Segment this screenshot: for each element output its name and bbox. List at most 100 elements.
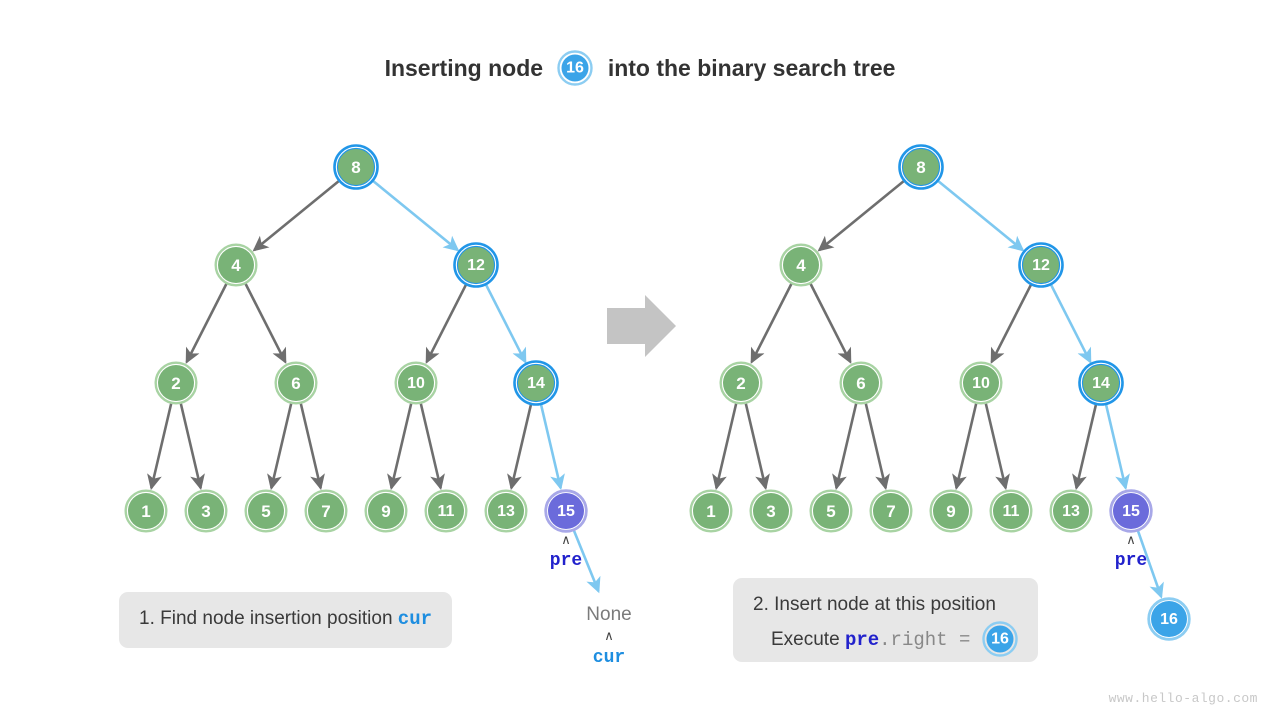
tree-edge	[572, 529, 601, 594]
left-pre-label: pre	[549, 551, 583, 571]
tree-node-6: 6	[839, 361, 883, 405]
tree-node-1: 1	[124, 489, 168, 533]
page-title: Inserting node 16 into the binary search…	[0, 50, 1280, 88]
tree-node-label: 13	[1062, 503, 1080, 520]
tree-edge	[750, 281, 794, 364]
tree-node-14: 14	[1078, 360, 1124, 406]
tree-node-10: 10	[959, 361, 1003, 405]
step-transition-arrow	[607, 295, 676, 357]
tree-node-label: 5	[261, 502, 270, 521]
caption-step-2-line-2: Execute pre.right = 16	[753, 621, 1018, 658]
caption-step-2-node-16: 16	[981, 621, 1018, 657]
tree-edge	[832, 401, 858, 491]
tree-edge	[539, 404, 565, 491]
tree-edge	[808, 281, 852, 364]
caption-step-2-execute: Execute	[771, 629, 840, 651]
tree-edge	[990, 284, 1032, 364]
right-pre-caret: ∧	[1126, 532, 1136, 547]
right-pre-label: pre	[1114, 551, 1148, 571]
tree-node-label: 7	[886, 502, 895, 521]
tree-node-15: 15	[1109, 489, 1153, 533]
watermark: www.hello-algo.com	[1108, 691, 1258, 706]
title-text-after: into the binary search tree	[607, 55, 896, 82]
tree-node-10: 10	[394, 361, 438, 405]
tree-node-3: 3	[749, 489, 793, 533]
tree-node-label: 3	[766, 502, 775, 521]
tree-node-label: 3	[201, 502, 210, 521]
tree-node-label: 5	[826, 502, 835, 521]
tree-edge	[817, 180, 905, 252]
tree-node-label: 1	[141, 502, 150, 521]
tree-node-label: 15	[1122, 503, 1140, 520]
tree-node-3: 3	[184, 489, 228, 533]
tree-edge	[1050, 284, 1092, 364]
tree-edge	[243, 281, 287, 364]
tree-node-label: 8	[916, 158, 925, 177]
tree-node-9: 9	[929, 489, 973, 533]
tree-node-13: 13	[1049, 489, 1093, 533]
tree-node-14: 14	[513, 360, 559, 406]
caption-step-2-pointer: pre	[844, 629, 880, 652]
tree-node-8: 8	[898, 144, 944, 190]
tree-node-label: 12	[1032, 257, 1050, 274]
caption-step-2-number: 2.	[753, 594, 769, 615]
tree-edge	[179, 401, 205, 491]
tree-node-label: 10	[407, 375, 425, 392]
tree-node-label: 9	[946, 502, 955, 521]
caption-step-1-number: 1.	[139, 608, 155, 629]
tree-edge	[485, 284, 527, 364]
tree-edge	[1072, 404, 1098, 491]
tree-node-12: 12	[1018, 242, 1064, 288]
caption-step-1: 1. Find node insertion position cur	[119, 592, 453, 648]
tree-edges-layer	[147, 180, 1164, 599]
tree-node-1: 1	[689, 489, 733, 533]
tree-node-label: 14	[1092, 375, 1110, 392]
tree-node-label: 12	[467, 257, 485, 274]
caption-step-2-field: .right =	[879, 629, 971, 652]
caption-step-2: 2. Insert node at this position Execute …	[733, 578, 1038, 662]
tree-node-9: 9	[364, 489, 408, 533]
tree-node-label: 13	[497, 503, 515, 520]
tree-node-5: 5	[809, 489, 853, 533]
tree-edge	[299, 401, 325, 491]
tree-edge	[984, 401, 1010, 491]
caption-step-1-text: Find node insertion position	[160, 608, 393, 629]
left-pre-caret: ∧	[561, 532, 571, 547]
tree-node-label: 15	[557, 503, 575, 520]
left-cur-label: cur	[592, 648, 626, 668]
caption-step-1-pointer: cur	[397, 608, 433, 630]
tree-node-16: 16	[1147, 597, 1191, 641]
tree-node-8: 8	[333, 144, 379, 190]
tree-edge	[952, 401, 978, 491]
tree-edge	[267, 401, 293, 491]
tree-edge	[937, 180, 1025, 252]
tree-node-11: 11	[989, 489, 1033, 533]
tree-node-label: 2	[171, 374, 180, 393]
tree-node-7: 7	[304, 489, 348, 533]
tree-node-label: 11	[1003, 503, 1020, 520]
tree-node-13: 13	[484, 489, 528, 533]
tree-node-label: 16	[1160, 611, 1178, 628]
tree-edge	[147, 401, 173, 491]
tree-node-15: 15	[544, 489, 588, 533]
tree-node-label: 6	[856, 374, 865, 393]
title-node-16-value: 16	[567, 60, 585, 77]
tree-node-label: 1	[706, 502, 715, 521]
tree-node-label: 9	[381, 502, 390, 521]
tree-node-6: 6	[274, 361, 318, 405]
left-none-label: None	[586, 604, 632, 625]
title-node-16: 16	[557, 50, 594, 86]
tree-node-label: 11	[438, 503, 455, 520]
tree-edge	[387, 401, 413, 491]
caption-step-2-node-16-value: 16	[991, 631, 1009, 648]
tree-node-label: 14	[527, 375, 545, 392]
tree-node-label: 4	[231, 256, 241, 275]
tree-node-7: 7	[869, 489, 913, 533]
caption-step-2-line-1: 2. Insert node at this position	[753, 588, 1018, 622]
tree-node-label: 6	[291, 374, 300, 393]
tree-node-label: 4	[796, 256, 806, 275]
tree-edge	[1104, 404, 1130, 491]
